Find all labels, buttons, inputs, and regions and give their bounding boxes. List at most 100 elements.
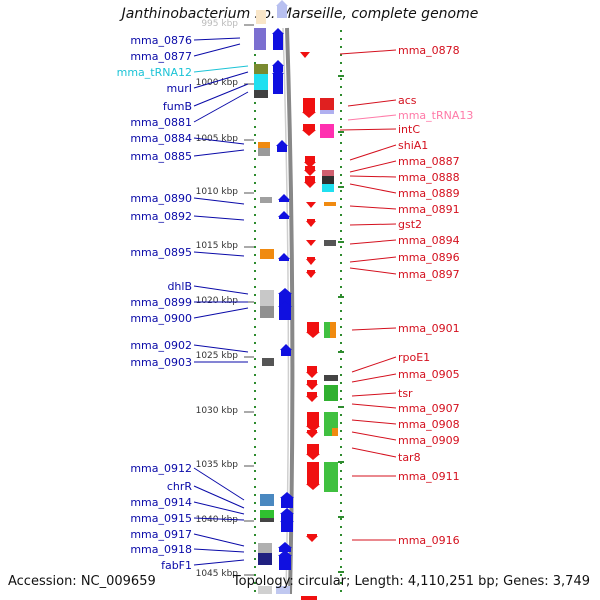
right-gene-label: mma_0909	[398, 434, 460, 447]
guide-dot	[340, 550, 342, 552]
guide-dot	[254, 518, 256, 520]
leader-line	[349, 256, 397, 263]
guide-dot	[340, 134, 342, 136]
right-tick	[338, 186, 344, 188]
arrow-body	[279, 294, 291, 306]
arrow-body	[307, 322, 319, 332]
forward-gene-arrow	[280, 516, 294, 532]
left-gene-label: murI	[167, 82, 192, 95]
left-gene-label: mma_0876	[130, 34, 192, 47]
ruler-label: 1040 kbp	[196, 515, 239, 525]
leader-line	[351, 392, 397, 397]
guide-dot	[254, 222, 256, 224]
right-gene-label: mma_0908	[398, 418, 460, 431]
feature-box	[324, 375, 338, 381]
forward-gene-arrow	[278, 211, 290, 219]
guide-dot	[340, 158, 342, 160]
guide-dot	[254, 454, 256, 456]
arrow-head	[304, 170, 316, 176]
leader-line	[193, 215, 245, 221]
left-gene-label: mma_0892	[130, 210, 192, 223]
reverse-gene-arrow	[306, 219, 316, 227]
arrow-head	[302, 130, 316, 136]
feature-box	[324, 428, 332, 436]
feature-box	[322, 170, 334, 176]
right-tick	[338, 131, 344, 133]
guide-dot	[254, 550, 256, 552]
right-guide-dots	[340, 30, 342, 592]
arrow-body	[307, 462, 319, 484]
ruler-label: 1035 kbp	[196, 460, 239, 470]
right-gene-label: mma_0897	[398, 268, 460, 281]
reverse-gene-arrow	[302, 124, 316, 136]
feature-box	[260, 306, 274, 318]
guide-dot	[340, 142, 342, 144]
leader-line	[349, 160, 397, 173]
leader-line	[193, 467, 245, 501]
reverse-gene-arrow	[306, 202, 316, 208]
arrow-head	[306, 372, 318, 378]
leader-line	[193, 548, 245, 553]
guide-dot	[254, 510, 256, 512]
left-gene-label: mma_0915	[130, 512, 192, 525]
guide-dot	[254, 254, 256, 256]
feature-box	[254, 74, 268, 90]
feature-box	[258, 148, 270, 156]
leader-line	[351, 403, 397, 409]
guide-dot	[340, 254, 342, 256]
arrow-body	[307, 392, 317, 396]
leader-line	[193, 251, 245, 257]
guide-dot	[340, 566, 342, 568]
leader-line	[193, 65, 249, 73]
guide-dot	[254, 150, 256, 152]
right-tick	[338, 406, 344, 408]
guide-dot	[254, 190, 256, 192]
reverse-gene-arrow	[306, 240, 316, 246]
guide-dot	[340, 102, 342, 104]
guide-dot	[340, 310, 342, 312]
forward-gene-arrow	[278, 288, 292, 306]
guide-dot	[340, 70, 342, 72]
guide-dot	[254, 302, 256, 304]
arrow-head	[278, 253, 290, 259]
arrow-body	[281, 522, 293, 532]
leader-line	[193, 43, 241, 57]
accession-text: Accession: NC_009659	[8, 574, 156, 589]
guide-dot	[254, 494, 256, 496]
guide-dot	[254, 566, 256, 568]
topology-text: Topology: circular; Length: 4,110,251 bp…	[232, 574, 590, 589]
arrow-body	[307, 380, 317, 384]
guide-dot	[254, 542, 256, 544]
arrow-head	[304, 182, 316, 188]
left-gene-label: mma_0881	[130, 116, 192, 129]
guide-dot	[340, 54, 342, 56]
leader-line	[347, 114, 397, 121]
forward-gene-arrow	[278, 194, 290, 202]
arrow-body	[307, 444, 319, 454]
guide-dot	[254, 486, 256, 488]
feature-box	[324, 240, 336, 246]
guide-dot	[340, 38, 342, 40]
leader-line	[193, 71, 249, 89]
guide-dot	[340, 238, 342, 240]
guide-dot	[340, 334, 342, 336]
guide-dot	[254, 318, 256, 320]
left-gene-label: mma_0912	[130, 462, 192, 475]
arrow-head	[304, 162, 316, 168]
faded-arrow-body	[277, 6, 287, 18]
arrow-head	[306, 240, 316, 246]
arrow-head	[300, 52, 310, 58]
left-gene-label: mma_0877	[130, 50, 192, 63]
guide-dot	[254, 142, 256, 144]
guide-dot	[254, 294, 256, 296]
arrow-body	[307, 534, 317, 536]
feature-box	[258, 586, 272, 594]
reverse-gene-arrow	[306, 366, 318, 378]
leader-line	[349, 144, 397, 161]
guide-dot	[340, 342, 342, 344]
left-guide-dots	[254, 30, 256, 592]
reverse-gene-arrow	[304, 166, 316, 176]
guide-dot	[340, 166, 342, 168]
arrow-body	[281, 498, 293, 508]
feature-box	[324, 462, 338, 492]
